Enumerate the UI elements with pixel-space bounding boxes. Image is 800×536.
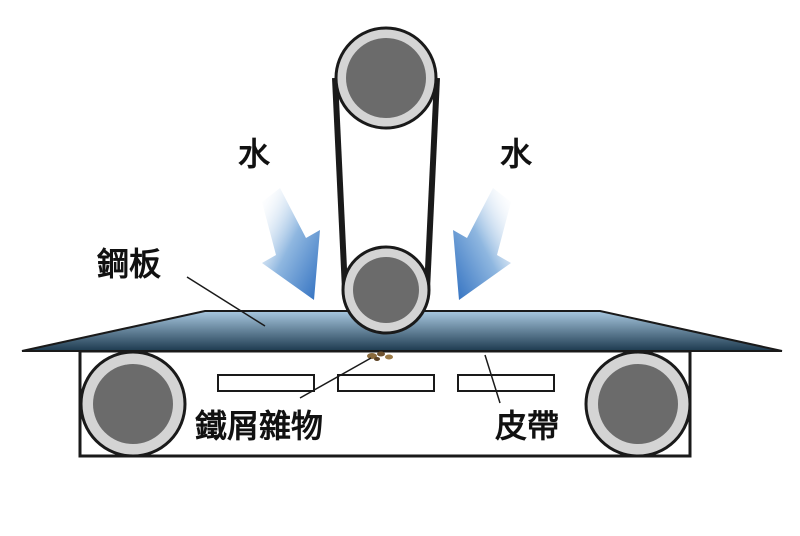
belt-slot xyxy=(457,374,555,392)
belt-leader-line xyxy=(484,354,501,404)
steel-plate-leader-line xyxy=(186,276,266,327)
grinding-belt xyxy=(332,26,440,335)
conveyor-belt xyxy=(78,349,692,458)
debris-leader-line xyxy=(299,357,372,399)
belt-slot xyxy=(217,374,315,392)
debris-particles xyxy=(367,351,393,361)
water-arrow-left xyxy=(262,188,320,300)
water-arrow-right xyxy=(453,188,511,300)
belt-label: 皮帶 xyxy=(495,407,559,445)
steel-plate-label: 鋼板 xyxy=(97,245,161,283)
belt-slot xyxy=(337,374,435,392)
top-roller xyxy=(334,26,438,130)
water-label-left: 水 xyxy=(238,135,271,173)
right-belt-roller xyxy=(584,350,692,458)
left-belt-roller xyxy=(79,350,187,458)
debris-label: 鐵屑雜物 xyxy=(195,407,323,445)
contact-roller xyxy=(341,245,431,335)
water-label-right: 水 xyxy=(500,135,533,173)
belt-slots xyxy=(217,374,555,392)
